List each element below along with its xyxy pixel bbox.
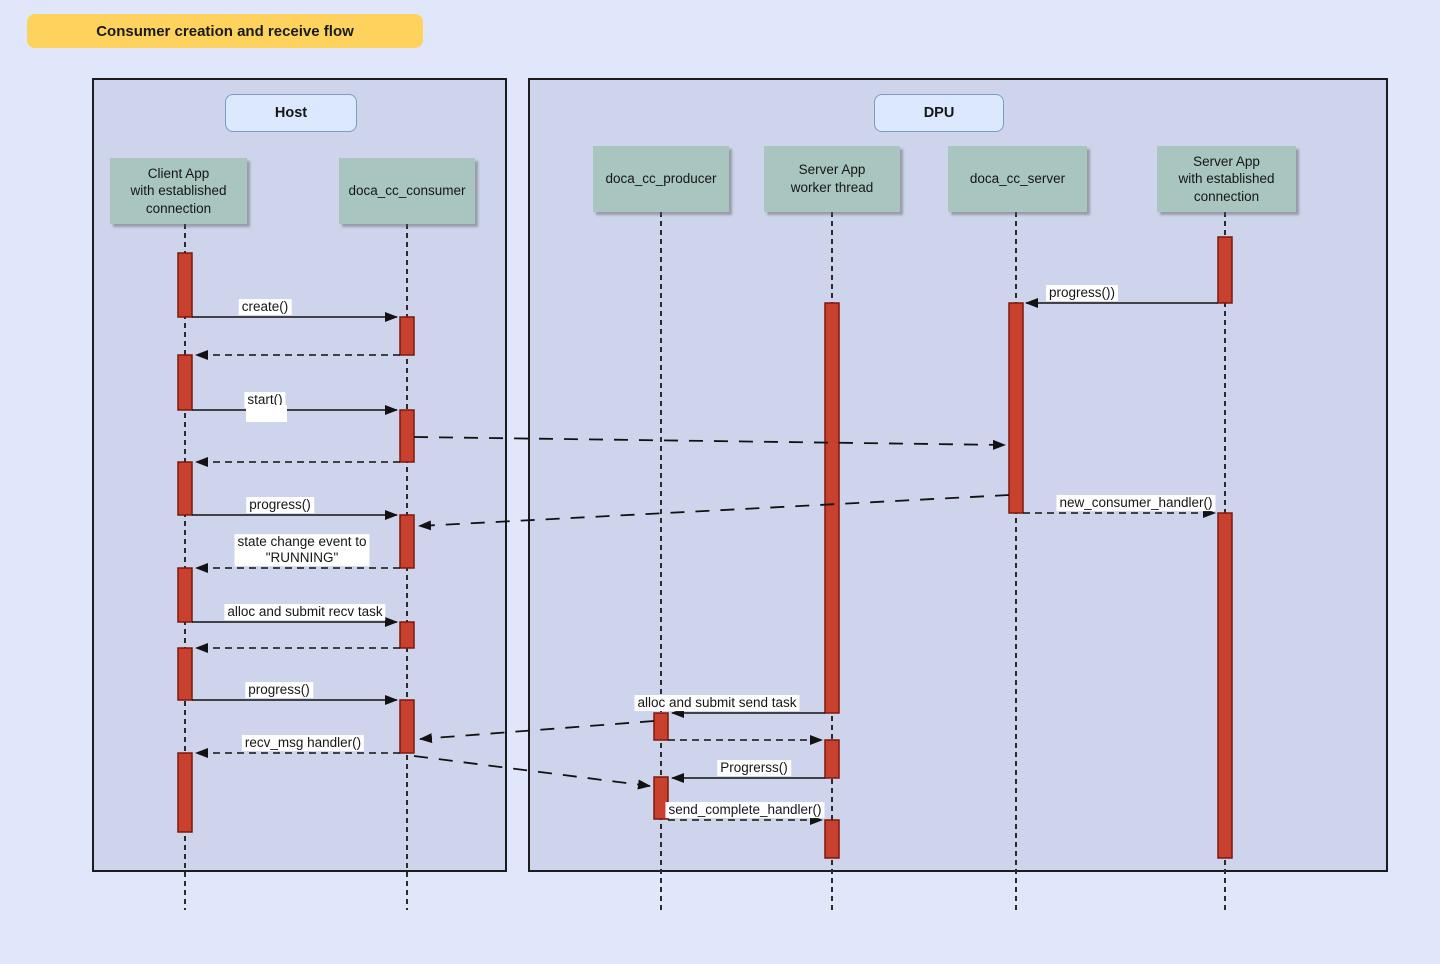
activation-producer-1 [653, 712, 669, 741]
activation-client-6 [177, 752, 193, 833]
host-label: Host [274, 105, 308, 121]
cross-consumer-to-server-line [413, 436, 1006, 450]
activation-worker-3 [824, 819, 840, 859]
cross-consumer-to-producer-line [413, 755, 651, 790]
actor-header-server-app: Server App with established connection [1157, 146, 1296, 212]
message-label-create: create() [238, 299, 292, 315]
actor-header-doca-cc-producer: doca_cc_producer [593, 146, 729, 212]
message-label-new-consumer-handler: new_consumer_handler() [1056, 495, 1216, 511]
activation-worker-1 [824, 302, 840, 714]
actor-label-server-app-worker: Server App worker thread [790, 162, 874, 195]
activation-client-5 [177, 647, 193, 701]
actor-label-client-app: Client App with established connection [130, 165, 227, 216]
activation-consumer-5 [399, 699, 415, 754]
activation-client-2 [177, 354, 193, 411]
actor-header-doca-cc-consumer: doca_cc_consumer [339, 158, 475, 224]
actor-label-server-app: Server App with established connection [1178, 153, 1275, 204]
actor-label-doca-cc-producer: doca_cc_producer [605, 171, 717, 187]
activation-client-1 [177, 252, 193, 318]
message-label-alloc-recv: alloc and submit recv task [224, 604, 386, 620]
message-label-alloc-send: alloc and submit send task [634, 695, 800, 711]
message-label-state-change: state change event to "RUNNING" [234, 534, 370, 566]
actor-header-doca-cc-server: doca_cc_server [948, 146, 1087, 212]
cross-server-to-consumer-line [418, 494, 1010, 531]
diagram-title-badge: Consumer creation and receive flow [27, 14, 423, 48]
dpu-label-chip: DPU [874, 94, 1004, 132]
dpu-label: DPU [923, 105, 955, 121]
message-label-send-complete-handler: send_complete_handler() [665, 802, 825, 818]
activation-client-4 [177, 567, 193, 623]
host-label-chip: Host [225, 94, 357, 132]
message-label-progress-1: progress() [246, 497, 314, 513]
activation-server-app-2 [1217, 512, 1233, 859]
activation-server-app-1 [1217, 236, 1233, 304]
actor-header-client-app: Client App with established connection [110, 158, 247, 224]
actor-header-server-app-worker: Server App worker thread [764, 146, 900, 212]
message-label-start: start() [244, 392, 286, 408]
activation-worker-2 [824, 739, 840, 779]
message-label-progrerss: Progrerss() [717, 760, 791, 776]
activation-consumer-2 [399, 409, 415, 463]
message-label-recv-msg-handler: recv_msg handler() [241, 735, 365, 751]
actor-label-doca-cc-consumer: doca_cc_consumer [348, 183, 466, 199]
activation-consumer-3 [399, 514, 415, 569]
activation-consumer-4 [399, 621, 415, 649]
message-label-progress-dpu: progress()) [1045, 285, 1119, 301]
actor-label-doca-cc-server: doca_cc_server [969, 171, 1066, 187]
blank-label-box [246, 405, 287, 422]
cross-producer-to-consumer-line [419, 720, 655, 744]
activation-server-1 [1008, 302, 1024, 514]
activation-client-3 [177, 461, 193, 516]
activation-consumer-1 [399, 316, 415, 356]
message-label-progress-2: progress() [245, 682, 313, 698]
activation-producer-2 [653, 776, 669, 820]
diagram-title: Consumer creation and receive flow [96, 22, 354, 40]
